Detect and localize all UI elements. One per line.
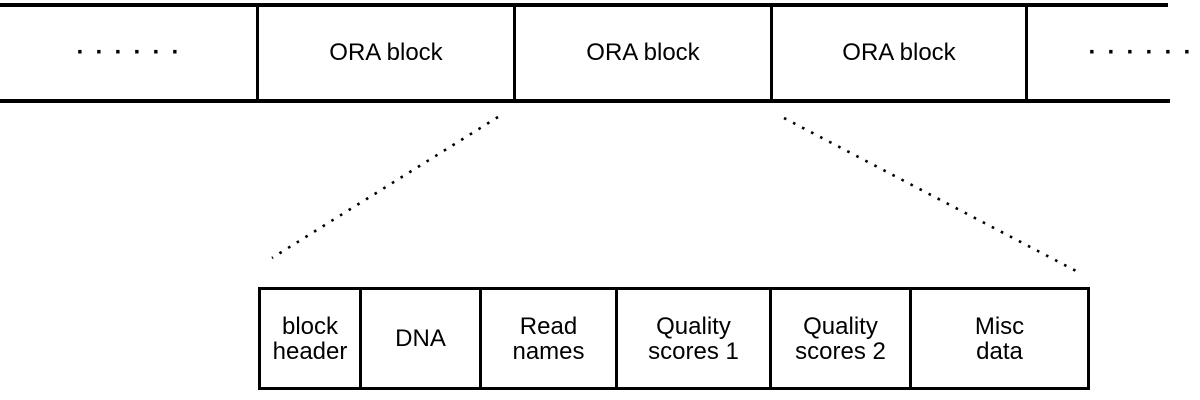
stream-right-ellipsis-cell: ······ (1080, 3, 1200, 103)
ora-block-1-label: ORA block (329, 39, 443, 66)
segment-dna: DNA (362, 290, 482, 387)
zoom-guide-left-line (271, 115, 499, 260)
segment-quality-scores-2-label: Quality scores 2 (795, 312, 886, 365)
stream-ora-block-3: ORA block (773, 3, 1025, 103)
segment-quality-scores-1: Quality scores 1 (618, 290, 772, 387)
left-ellipsis-dots: ······ (76, 39, 191, 66)
stream-divider-4 (1025, 3, 1028, 103)
stream-left-ellipsis-cell: ······ (0, 3, 256, 103)
segment-read-names-label: Read names (512, 312, 585, 365)
ora-block-detail-box: block header DNA Read names Quality scor… (258, 287, 1090, 390)
ora-block-3-label: ORA block (842, 39, 956, 66)
segment-block-header: block header (261, 290, 362, 387)
segment-misc-data-label: Misc data (974, 312, 1025, 365)
segment-quality-scores-1-label: Quality scores 1 (648, 312, 739, 365)
stream-ora-block-2: ORA block (516, 3, 770, 103)
stream-divider-2 (513, 3, 516, 103)
stream-ora-block-1: ORA block (259, 3, 513, 103)
stream-top-line (0, 3, 1168, 7)
right-ellipsis-dots: ······ (1088, 39, 1200, 66)
zoom-guide-right-line (783, 116, 1079, 274)
segment-misc-data: Misc data (912, 290, 1087, 387)
stream-divider-3 (770, 3, 773, 103)
segment-block-header-label: block header (272, 312, 348, 365)
stream-bottom-line (0, 99, 1170, 103)
segment-dna-label: DNA (395, 325, 446, 352)
ora-block-2-label: ORA block (586, 39, 700, 66)
stream-divider-1 (256, 3, 259, 103)
segment-quality-scores-2: Quality scores 2 (772, 290, 912, 387)
segment-read-names: Read names (482, 290, 618, 387)
